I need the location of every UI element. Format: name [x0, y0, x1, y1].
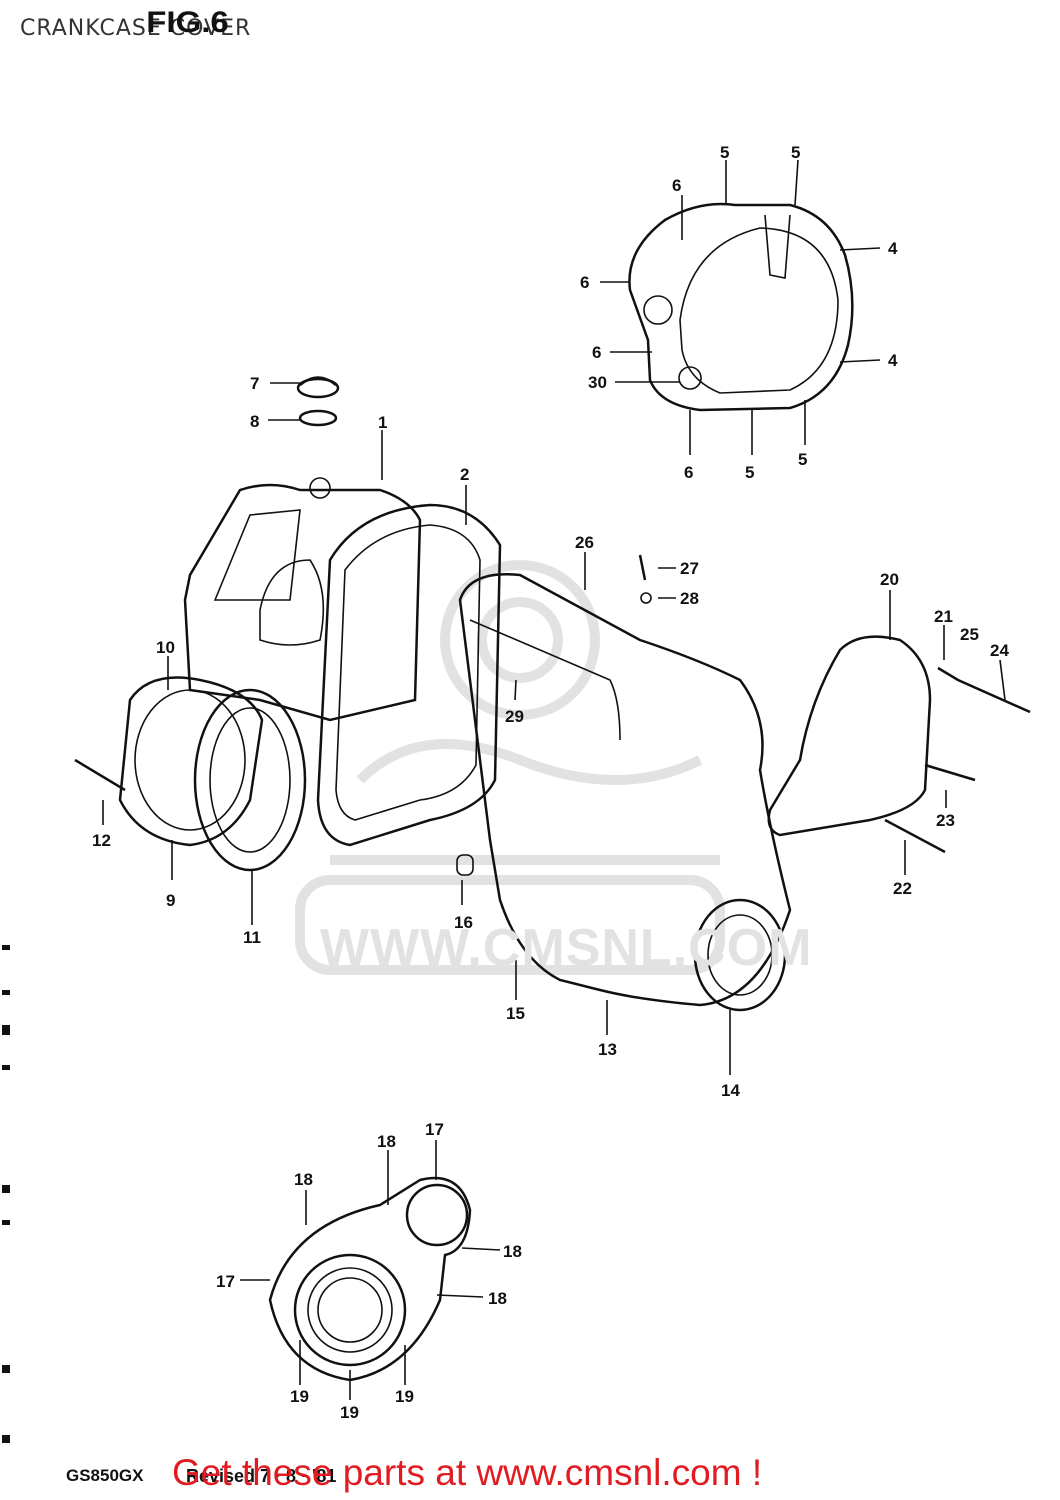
callout-7: 7: [250, 374, 259, 393]
callout-4: 4: [888, 239, 898, 258]
watermark-logo: [295, 560, 725, 975]
generator-cover-part: [628, 202, 854, 412]
callout-18: 18: [377, 1132, 396, 1151]
callout-18: 18: [503, 1242, 522, 1261]
callout-28: 28: [680, 589, 699, 608]
callout-19: 19: [340, 1403, 359, 1422]
callout-24: 24: [990, 641, 1009, 660]
callout-21: 21: [934, 607, 953, 626]
page-title: CRANKCASE COVER: [20, 16, 252, 41]
callout-6: 6: [592, 343, 601, 362]
sprocket-cover-part: [638, 554, 1031, 854]
callout-4: 4: [888, 351, 898, 370]
model-code: GS850GX: [66, 1466, 144, 1485]
callout-26: 26: [575, 533, 594, 552]
callout-10: 10: [156, 638, 175, 657]
gasket-part: [316, 503, 502, 847]
parts-link-banner[interactable]: Get these parts at www.cmsnl.com !: [172, 1452, 763, 1493]
callout-6: 6: [684, 463, 693, 482]
callout-6: 6: [672, 176, 681, 195]
clutch-cover-part: [456, 573, 792, 1012]
callout-5: 5: [745, 463, 754, 482]
callout-17: 17: [425, 1120, 444, 1139]
callout-11: 11: [243, 928, 261, 947]
callout-22: 22: [893, 879, 912, 898]
figure-label: FIG.6: [146, 6, 229, 39]
oil-pan-cover-part: [268, 1176, 472, 1382]
callout-9: 9: [166, 891, 175, 910]
callout-27: 27: [680, 559, 699, 578]
callout-13: 13: [598, 1040, 617, 1059]
callout-30: 30: [588, 373, 607, 392]
callout-12: 12: [92, 831, 111, 850]
callout-29: 29: [505, 707, 524, 726]
callout-16: 16: [454, 913, 473, 932]
callout-5: 5: [720, 143, 729, 162]
callout-18: 18: [488, 1289, 507, 1308]
callout-6: 6: [580, 273, 589, 292]
callout-19: 19: [395, 1387, 414, 1406]
watermark-text: WWW.CMSNL.COM: [320, 919, 813, 977]
callout-18: 18: [294, 1170, 313, 1189]
callout-20: 20: [880, 570, 899, 589]
callout-19: 19: [290, 1387, 309, 1406]
revision-note: Revised 7 · 8 · '81: [186, 1466, 337, 1486]
callout-15: 15: [506, 1004, 525, 1023]
oil-filler-cap: [296, 376, 340, 427]
callout-25: 25: [960, 625, 979, 644]
callout-14: 14: [721, 1081, 740, 1100]
callout-5: 5: [791, 143, 800, 162]
crankcase-cover-part: [183, 477, 422, 722]
callout-17: 17: [216, 1272, 235, 1291]
callout-labels: 5 5 6 6 6 30 4 4 6 5 5 7 8 1 2 26 27 28 …: [92, 143, 1009, 1422]
callout-1: 1: [378, 413, 387, 432]
callout-8: 8: [250, 412, 259, 431]
ignition-cover-part: [74, 676, 307, 872]
leader-lines: [102, 159, 1006, 1400]
callout-2: 2: [460, 465, 469, 484]
callout-23: 23: [936, 811, 955, 830]
callout-5: 5: [798, 450, 807, 469]
